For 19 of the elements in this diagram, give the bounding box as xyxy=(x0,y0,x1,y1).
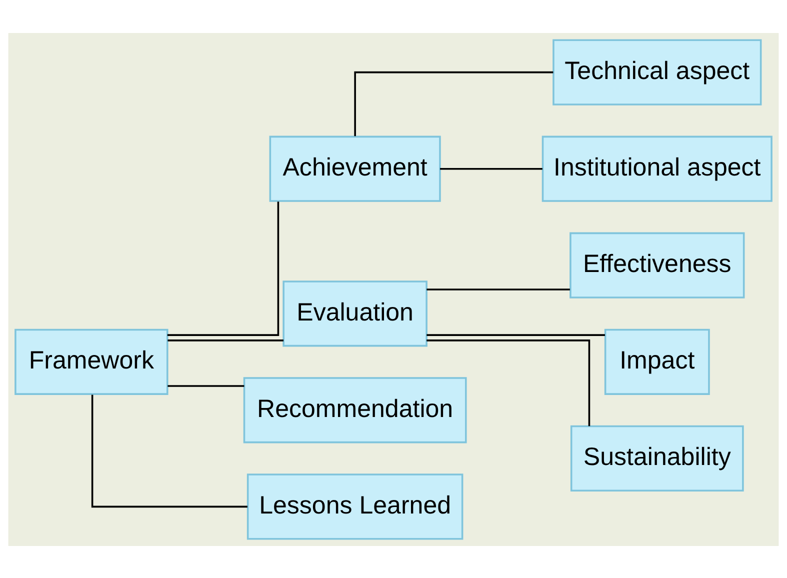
node-box: Sustainability xyxy=(570,424,744,491)
node-box: Framework xyxy=(14,328,168,394)
connector xyxy=(426,334,605,336)
node-box: Technical aspect xyxy=(552,38,762,105)
node-box: Institutional aspect xyxy=(542,135,772,202)
connector xyxy=(167,201,280,336)
connector xyxy=(168,339,284,341)
node-box: Impact xyxy=(604,328,710,394)
node-box: Recommendation xyxy=(243,376,467,443)
connector xyxy=(440,167,542,170)
node-box: Lessons Learned xyxy=(246,473,464,540)
node-box: Evaluation xyxy=(282,280,428,346)
connector xyxy=(91,394,248,508)
node-box: Effectiveness xyxy=(570,232,745,298)
node-box: Achievement xyxy=(269,135,441,202)
connector xyxy=(168,384,244,386)
connector xyxy=(426,288,570,290)
connector xyxy=(354,70,554,136)
connector xyxy=(426,339,590,426)
